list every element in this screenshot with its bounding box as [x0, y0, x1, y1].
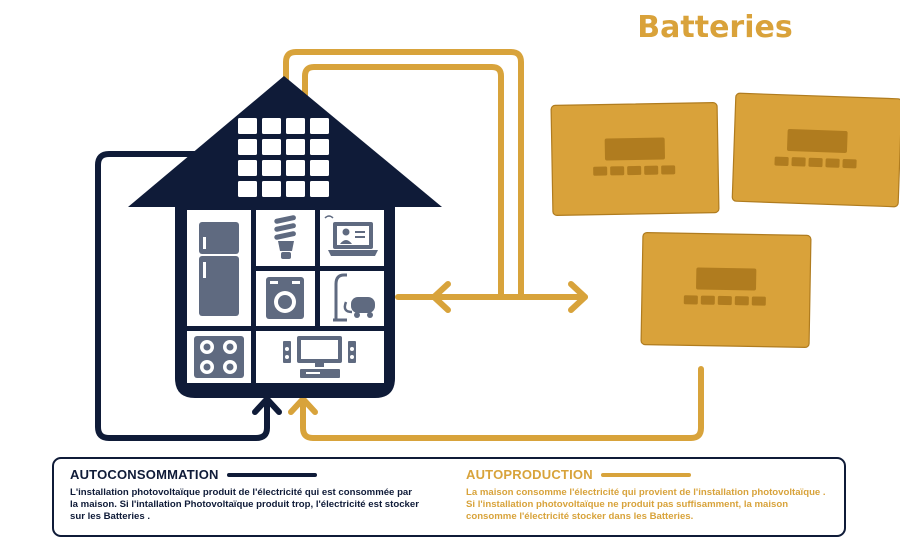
autoproduction-section: AUTOPRODUCTION La maison consomme l'élec… — [466, 467, 836, 523]
solar-cell — [286, 118, 305, 134]
laptop-icon — [324, 215, 378, 256]
solar-cell — [310, 118, 329, 134]
battery-icon — [550, 102, 720, 216]
autoproduction-text: La maison consomme l'électricité qui pro… — [466, 487, 826, 522]
solar-cell — [286, 181, 305, 197]
battery-to-house-flow — [288, 366, 704, 441]
solar-cell — [262, 181, 281, 197]
light-bulb-icon — [274, 215, 296, 259]
autoconsommation-heading: AUTOCONSOMMATION — [70, 467, 219, 482]
battery-group — [550, 92, 900, 348]
solar-cell — [262, 139, 281, 155]
solar-cell — [238, 181, 257, 197]
vacuum-icon — [333, 273, 375, 322]
autoproduction-line — [600, 472, 691, 477]
legend-panel: AUTOCONSOMMATION L'installation photovol… — [52, 457, 846, 537]
autoconsommation-section: AUTOCONSOMMATION L'installation photovol… — [70, 467, 420, 523]
room-cleaning — [320, 271, 384, 326]
solar-panel-icon — [238, 118, 329, 197]
solar-cell — [286, 139, 305, 155]
autoconsommation-heading-row: AUTOCONSOMMATION — [70, 467, 420, 482]
autoconsommation-text: L'installation photovoltaïque produit de… — [70, 487, 419, 522]
solar-cell — [286, 160, 305, 176]
solar-cell — [310, 160, 329, 176]
solar-cell — [238, 139, 257, 155]
solar-cell — [310, 181, 329, 197]
batteries-title: Batteries — [637, 10, 793, 45]
solar-cell — [238, 118, 257, 134]
house — [128, 76, 442, 398]
battery-icon — [731, 92, 900, 208]
tv-icon — [283, 336, 356, 378]
fridge-icon — [199, 222, 239, 316]
washing-machine-icon — [266, 277, 304, 319]
stove-icon — [194, 336, 244, 378]
solar-cell — [238, 160, 257, 176]
solar-cell — [262, 160, 281, 176]
solar-cell — [310, 139, 329, 155]
solar-cell — [262, 118, 281, 134]
battery-icon — [640, 232, 812, 348]
autoconsommation-line — [226, 472, 317, 477]
autoproduction-heading: AUTOPRODUCTION — [466, 467, 593, 482]
solar-to-battery-flow — [283, 49, 588, 313]
self-consumption-flow — [95, 151, 282, 441]
autoproduction-heading-row: AUTOPRODUCTION — [466, 467, 836, 482]
